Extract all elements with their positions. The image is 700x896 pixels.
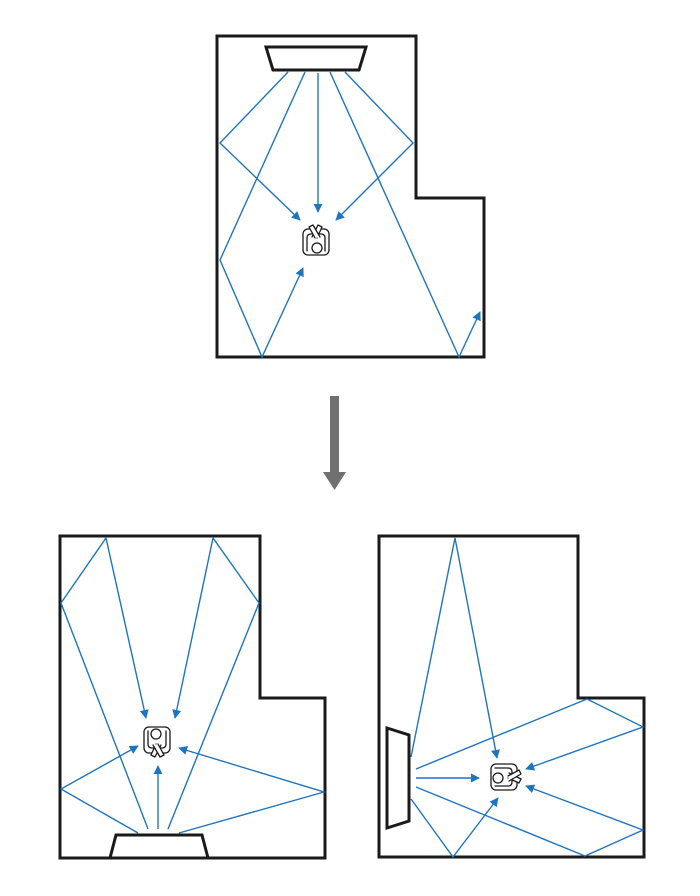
sound-ray xyxy=(410,797,499,859)
soundbar-speaker xyxy=(108,833,210,860)
soundbar-speaker xyxy=(385,725,411,831)
sound-ray xyxy=(219,71,301,221)
listener-seat-icon xyxy=(490,763,522,791)
sound-rays xyxy=(219,71,481,359)
sound-rays xyxy=(410,537,645,859)
sound-ray xyxy=(59,745,139,834)
sound-ray xyxy=(178,746,327,834)
sound-ray xyxy=(60,536,149,830)
sound-ray xyxy=(415,698,645,771)
sound-ray xyxy=(219,71,306,359)
sound-ray xyxy=(335,71,414,221)
sound-ray xyxy=(167,536,260,830)
arrow-down-icon xyxy=(323,396,346,490)
panel-speaker-left-room xyxy=(377,534,646,859)
soundbar-speaker xyxy=(263,45,369,72)
sound-rays xyxy=(59,536,327,834)
panel-speaker-bottom-room xyxy=(58,534,327,860)
room-walls xyxy=(215,34,486,359)
room-walls xyxy=(58,534,327,860)
listener-seat-icon xyxy=(302,224,330,256)
sound-ray xyxy=(410,537,500,759)
sound-ray xyxy=(329,71,481,359)
sound-ray xyxy=(415,784,645,857)
listener-seat-icon xyxy=(143,726,171,758)
panel-original-room xyxy=(215,34,486,359)
room-walls xyxy=(377,534,646,859)
